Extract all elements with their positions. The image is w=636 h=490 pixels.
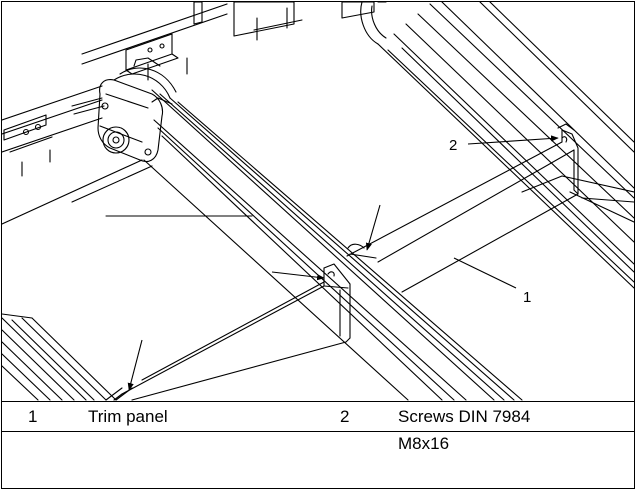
- arrow-screw-middle: [271, 271, 325, 281]
- frame-rail-right-upper: [377, 2, 634, 289]
- legend-divider: [2, 431, 634, 432]
- legend-number-1: 1: [28, 407, 38, 426]
- trim-panel-right: [346, 123, 579, 293]
- legend-table: 1 Trim panel 2 Screws DIN 7984 M8x16: [2, 401, 634, 489]
- arrow-screw-bottom: [127, 339, 143, 391]
- legend-label-screws: Screws DIN 7984: [398, 407, 531, 426]
- frame-rail-left: [2, 159, 253, 225]
- legend-label-trim-panel: Trim panel: [88, 407, 168, 426]
- callout-marker-1: 1: [523, 289, 531, 306]
- callout-marker-2: 2: [449, 137, 457, 154]
- trim-panel-left: [113, 263, 351, 401]
- legend-label-screws-size: M8x16: [398, 434, 450, 453]
- leader-callout-2: [467, 135, 559, 145]
- shaft-assembly: [2, 2, 387, 177]
- assembly-drawing: 2 1: [2, 2, 634, 401]
- leader-callout-1: [453, 257, 517, 289]
- frame-rail-lower-left: [2, 313, 133, 401]
- arrow-screw-top: [365, 204, 381, 251]
- legend-number-2: 2: [340, 407, 350, 426]
- profile-rail-diagonal: [143, 89, 523, 401]
